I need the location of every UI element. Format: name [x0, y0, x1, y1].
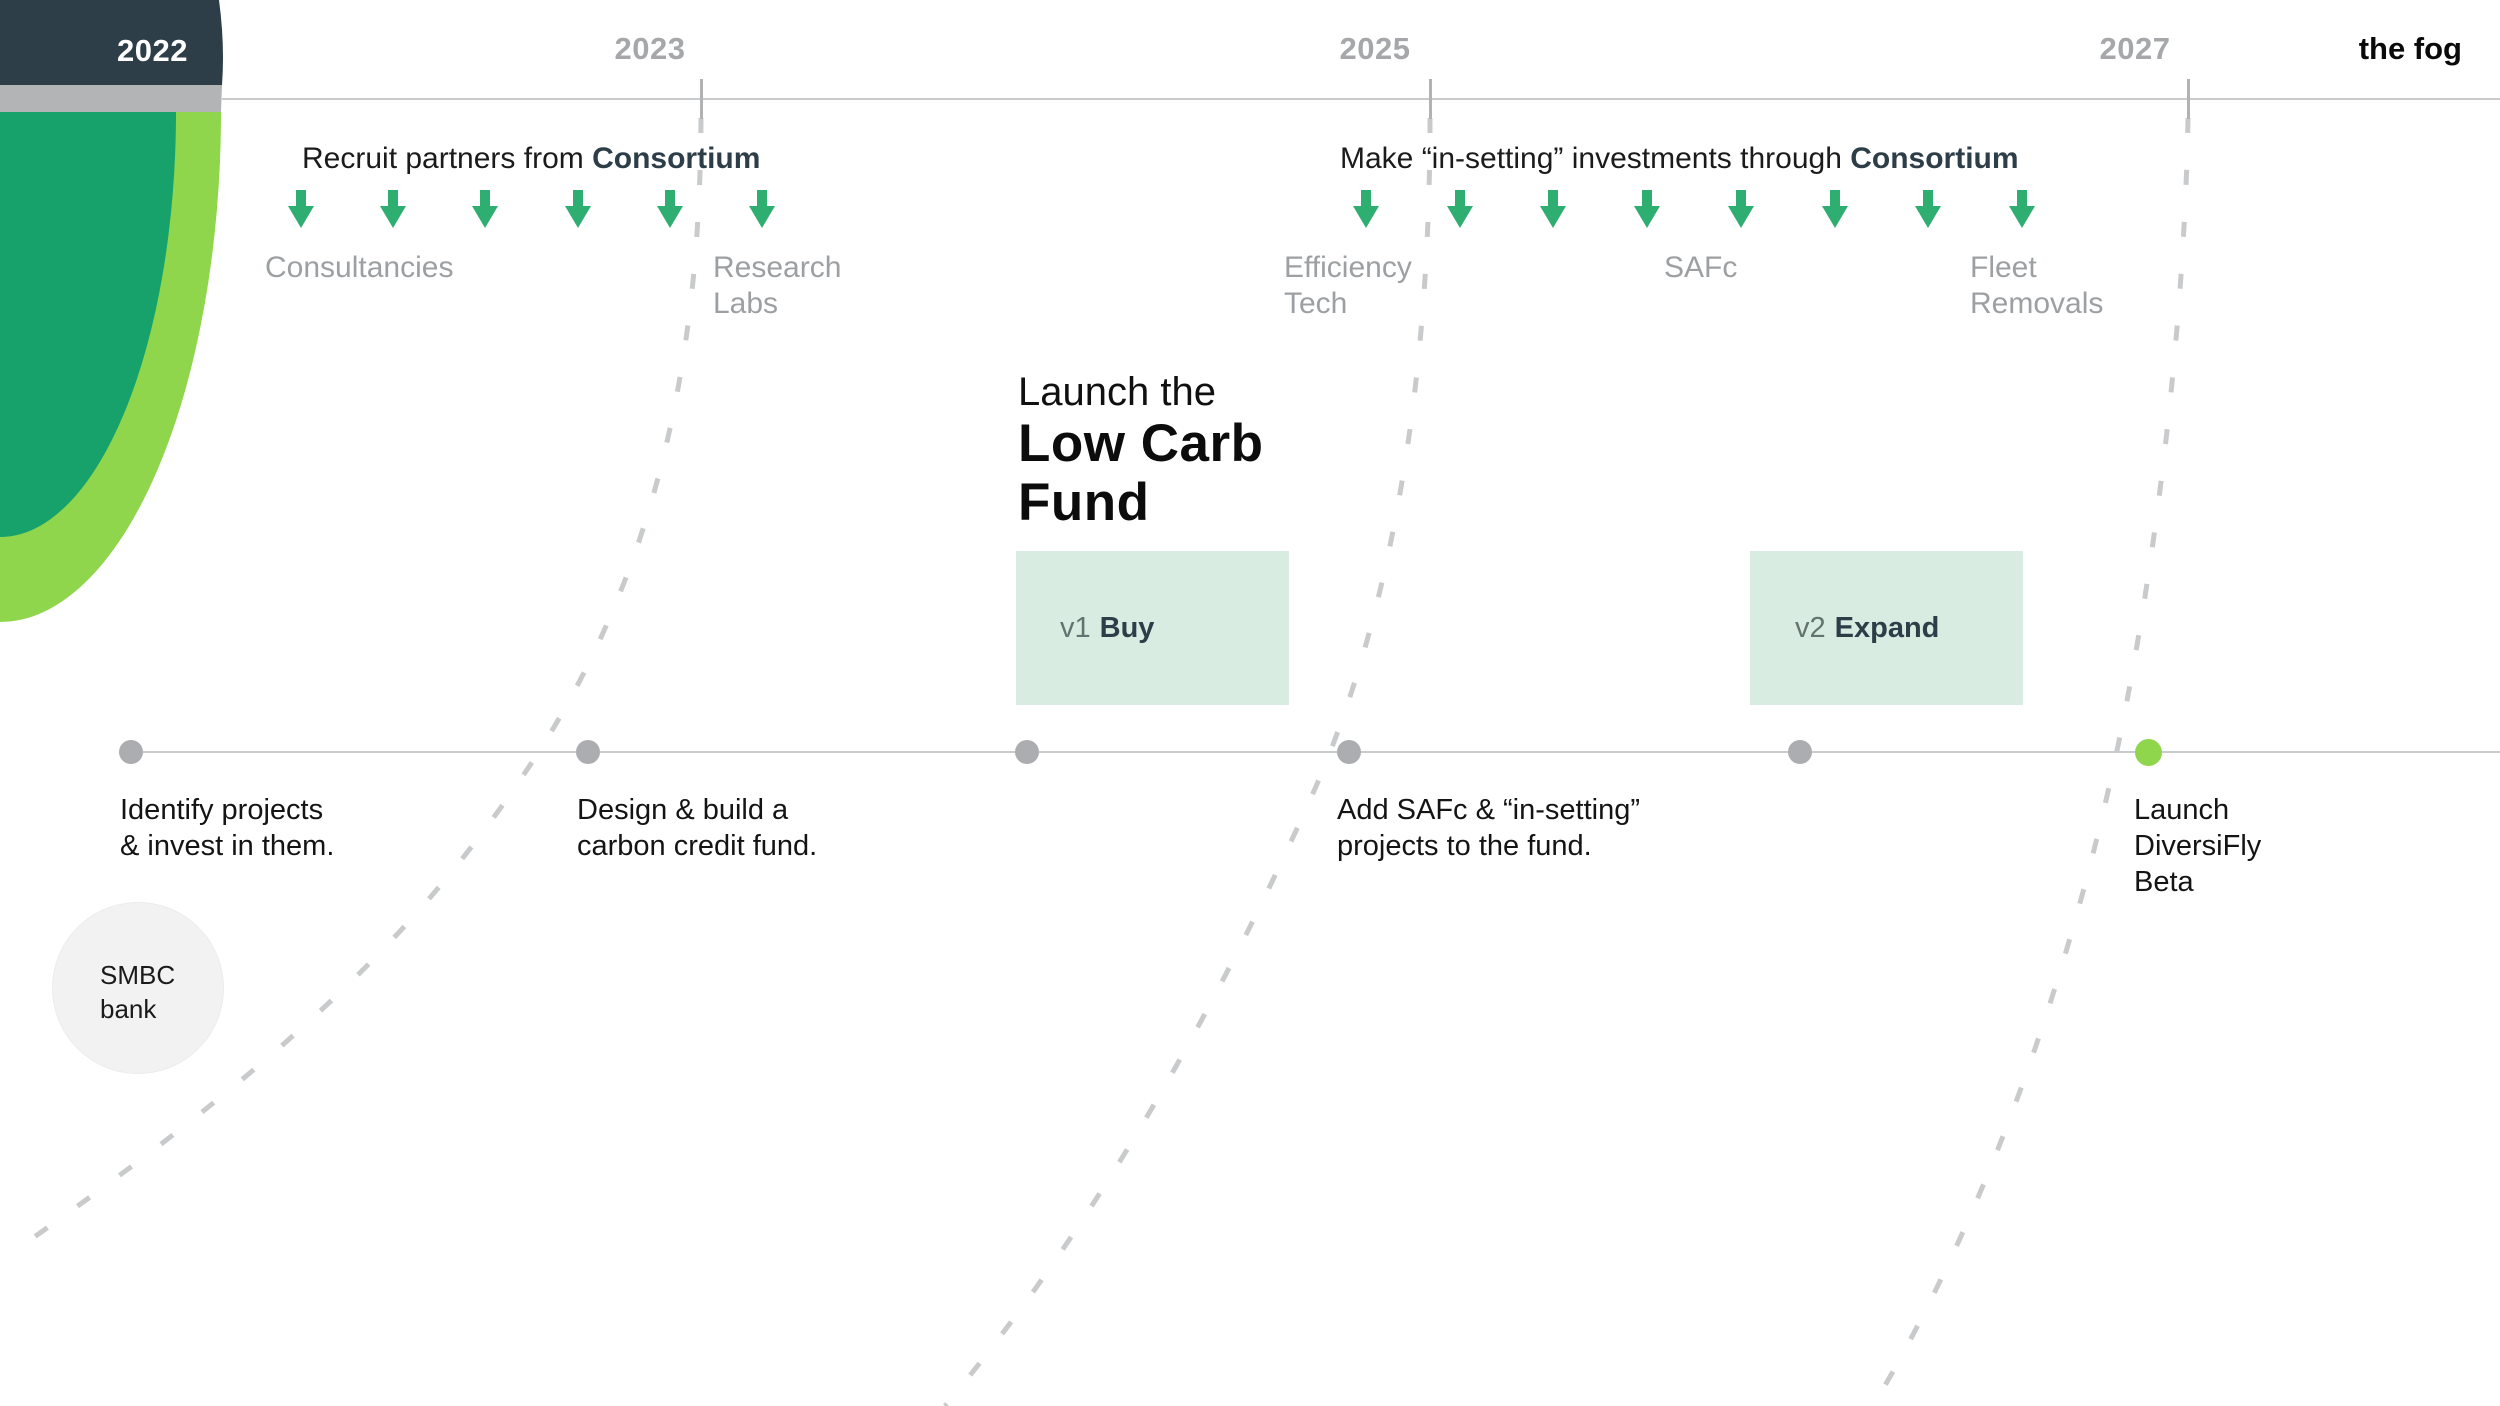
down-arrow-icon	[1821, 190, 1848, 228]
milestone-identify-projects: Identify projects & invest in them.	[120, 794, 335, 862]
down-arrow-icon	[1634, 190, 1661, 228]
tick-2027	[2187, 79, 2190, 119]
down-arrow-icon	[2008, 190, 2035, 228]
v1-buy-card: v1 Buy	[1016, 551, 1289, 705]
insetting-investments-text: Make “in-setting” investments through	[1340, 142, 1851, 175]
v1-version-tag: v1	[1060, 611, 1091, 644]
year-2022-label: 2022	[117, 33, 188, 68]
recruit-arrow-row	[288, 190, 775, 228]
down-arrow-icon	[472, 190, 499, 228]
tick-2025	[1429, 79, 1432, 119]
dark-green-arc-shape	[0, 112, 176, 537]
down-arrow-icon	[288, 190, 314, 228]
milestone-add-safc: Add SAFc & “in-setting” projects to the …	[1337, 794, 1640, 862]
the-fog-label: the fog	[2358, 31, 2462, 66]
timeline-dot-1	[119, 740, 143, 764]
down-arrow-icon	[1353, 190, 1379, 228]
invest-arrow-row	[1353, 190, 2035, 228]
down-arrow-icon	[564, 190, 591, 228]
year-axis-line	[222, 98, 2500, 100]
timeline-dot-5	[1788, 740, 1812, 764]
fund-title: Low Carb Fund	[1018, 414, 1264, 532]
timeline-dot-active	[2135, 739, 2162, 766]
down-arrow-icon	[1915, 190, 1942, 228]
safc-label: SAFc	[1664, 251, 1738, 284]
down-arrow-icon	[1540, 190, 1567, 228]
gray-bar-shape	[0, 85, 222, 112]
v2-version-tag: v2	[1795, 611, 1826, 644]
timeline-dot-3	[1015, 740, 1039, 764]
timeline-line	[131, 751, 2500, 753]
recruit-partners-text: Recruit partners from	[302, 142, 593, 175]
timeline-dot-2	[576, 740, 600, 764]
consultancies-label: Consultancies	[265, 251, 454, 284]
year-2027-label: 2027	[2099, 31, 2171, 66]
down-arrow-icon	[748, 190, 775, 228]
tick-2023	[700, 79, 703, 119]
down-arrow-icon	[380, 190, 407, 228]
consortium-bold-text: Consortium	[592, 142, 761, 175]
down-arrow-icon	[1446, 190, 1473, 228]
v1-action-label: Buy	[1099, 611, 1155, 644]
milestone-launch-diversifly: Launch DiversiFly Beta	[2134, 794, 2262, 898]
recruit-partners-heading: Recruit partners from Consortium	[302, 142, 760, 176]
v2-expand-card: v2 Expand	[1750, 551, 2023, 705]
insetting-investments-heading: Make “in-setting” investments through Co…	[1340, 142, 2019, 176]
research-labs-label: Research Labs	[713, 251, 842, 320]
partner-name-smbc-bank: SMBC bank	[100, 960, 176, 1024]
year-2023-label: 2023	[614, 31, 686, 66]
partner-circle	[52, 902, 224, 1074]
timeline-dot-4	[1337, 740, 1361, 764]
consortium-bold-text-2: Consortium	[1850, 142, 2019, 175]
down-arrow-icon	[656, 190, 683, 228]
down-arrow-icon	[1727, 190, 1754, 228]
v2-action-label: Expand	[1834, 611, 1940, 644]
lime-arc-shape	[0, 112, 221, 622]
milestone-design-build-fund: Design & build a carbon credit fund.	[577, 794, 818, 862]
fleet-removals-label: Fleet Removals	[1970, 251, 2104, 320]
year-2025-label: 2025	[1339, 31, 1411, 66]
fund-intro-text: Launch the	[1018, 370, 1216, 414]
efficiency-tech-label: Efficiency Tech	[1284, 251, 1412, 320]
